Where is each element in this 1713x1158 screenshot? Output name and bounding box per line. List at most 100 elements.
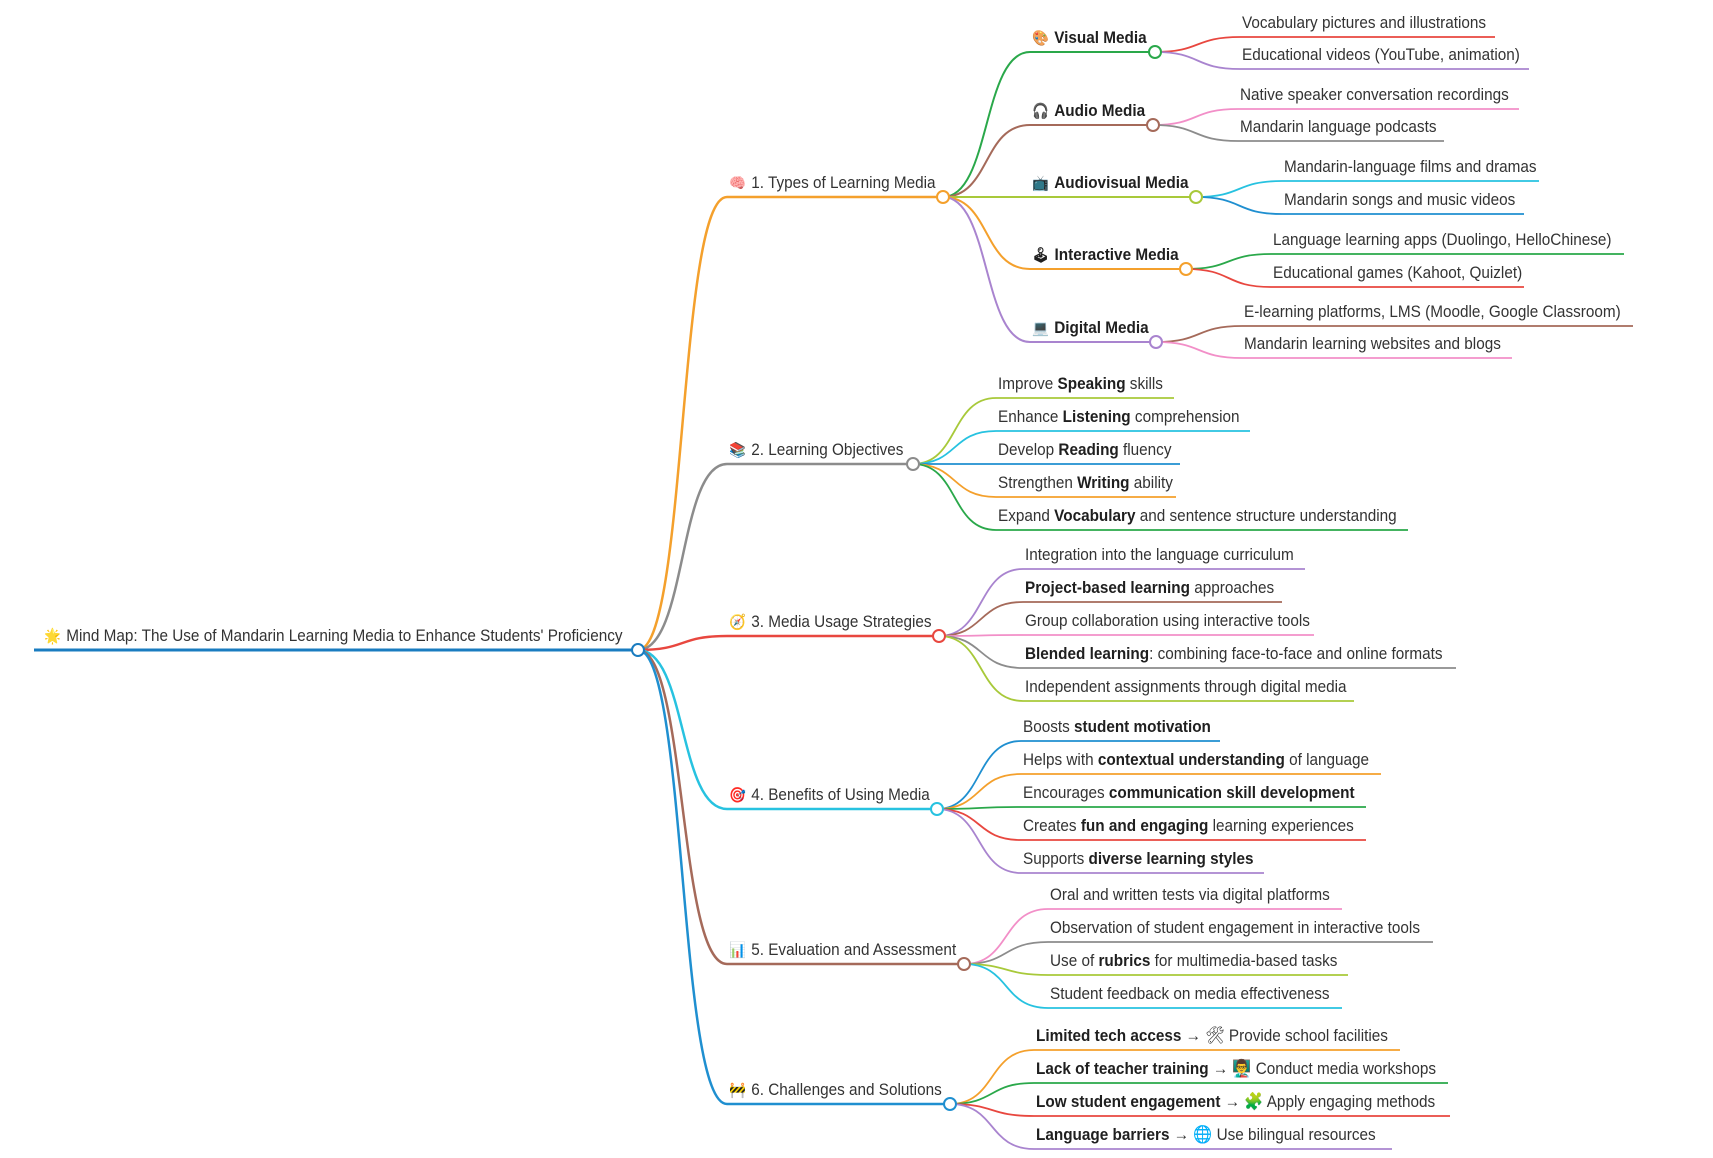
leaf-item[interactable]: E-learning platforms, LMS (Moodle, Googl… <box>1244 302 1621 322</box>
leaf-item[interactable]: Integration into the language curriculum <box>1025 545 1294 565</box>
topic-icon: 🎨 <box>1032 30 1049 47</box>
collapse-toggle[interactable] <box>1189 190 1203 204</box>
leaf-item[interactable]: Creates fun and engaging learning experi… <box>1023 816 1354 836</box>
collapse-toggle[interactable] <box>1148 45 1162 59</box>
emphasis-text: Blended learning <box>1025 644 1150 663</box>
emphasis-text: contextual understanding <box>1097 750 1285 769</box>
branch-topic-types[interactable]: 🧠1. Types of Learning Media <box>729 173 936 194</box>
leaf-item[interactable]: Enhance Listening comprehension <box>998 407 1240 427</box>
leaf-item[interactable]: Low student engagement → 🧩 Apply engagin… <box>1036 1092 1435 1112</box>
leaf-item[interactable]: Native speaker conversation recordings <box>1240 85 1509 105</box>
branch-connector-evaluation <box>637 648 728 966</box>
leaf-connector <box>949 1103 1035 1150</box>
leaf-item[interactable]: Language learning apps (Duolingo, HelloC… <box>1273 230 1612 250</box>
leaf-item[interactable]: Observation of student engagement in int… <box>1050 918 1420 938</box>
leaf-connector <box>936 740 1022 810</box>
emphasis-text: Project-based learning <box>1025 578 1190 597</box>
leaf-connector <box>938 568 1024 637</box>
leaf-connector <box>1152 108 1239 126</box>
subtopic-interactive-media-text: Interactive Media <box>1054 245 1179 264</box>
leaf-item[interactable]: Expand Vocabulary and sentence structure… <box>998 506 1397 526</box>
leaf-item[interactable]: Educational games (Kahoot, Quizlet) <box>1273 263 1522 283</box>
collapse-toggle[interactable] <box>943 1097 957 1111</box>
root-topic[interactable]: 🌟Mind Map: The Use of Mandarin Learning … <box>44 626 623 647</box>
leaf-text: Creates <box>1023 816 1081 835</box>
leaf-connector <box>1185 253 1272 270</box>
leaf-item[interactable]: Independent assignments through digital … <box>1025 677 1347 697</box>
leaf-text: Native speaker conversation recordings <box>1240 85 1509 104</box>
collapse-toggle[interactable] <box>1146 118 1160 132</box>
leaf-item[interactable]: Mandarin songs and music videos <box>1284 190 1515 210</box>
leaf-item[interactable]: Language barriers → 🌐 Use bilingual reso… <box>1036 1125 1376 1145</box>
branch-topic-objectives[interactable]: 📚2. Learning Objectives <box>729 440 903 461</box>
branch-topic-strategies[interactable]: 🧭3. Media Usage Strategies <box>729 612 932 633</box>
leaf-text: E-learning platforms, LMS (Moodle, Googl… <box>1244 302 1621 321</box>
emphasis-text: Lack of teacher training <box>1036 1059 1209 1078</box>
leaf-connector <box>1185 268 1272 288</box>
leaf-item[interactable]: Group collaboration using interactive to… <box>1025 611 1310 631</box>
topic-icon: 🌟 <box>44 628 61 645</box>
leaf-connector <box>949 1103 1035 1117</box>
emphasis-text: rubrics <box>1098 951 1151 970</box>
collapse-toggle[interactable] <box>1179 262 1193 276</box>
leaf-item[interactable]: Vocabulary pictures and illustrations <box>1242 13 1486 33</box>
leaf-item[interactable]: Improve Speaking skills <box>998 374 1163 394</box>
branch-connector-challenges <box>637 648 728 1106</box>
subtopic-visual-media[interactable]: 🎨Visual Media <box>1032 28 1147 49</box>
leaf-item[interactable]: Lack of teacher training → 👨‍🏫 Conduct m… <box>1036 1059 1436 1079</box>
leaf-connector <box>938 635 1024 702</box>
branch-connector-objectives <box>637 462 728 652</box>
leaf-text: Boosts <box>1023 717 1075 736</box>
leaf-connector <box>1155 341 1243 359</box>
branch-connector-benefits <box>637 648 728 811</box>
leaf-item[interactable]: Project-based learning approaches <box>1025 578 1274 598</box>
leaf-item[interactable]: Strengthen Writing ability <box>998 473 1173 493</box>
leaf-text: Independent assignments through digital … <box>1025 677 1347 696</box>
branch-topic-benefits[interactable]: 🎯4. Benefits of Using Media <box>729 785 930 806</box>
leaf-item[interactable]: Develop Reading fluency <box>998 440 1171 460</box>
leaf-item[interactable]: Encourages communication skill developme… <box>1023 783 1355 803</box>
leaf-item[interactable]: Educational videos (YouTube, animation) <box>1242 45 1520 65</box>
collapse-toggle[interactable] <box>930 802 944 816</box>
leaf-connector <box>936 808 1022 874</box>
collapse-toggle[interactable] <box>957 957 971 971</box>
leaf-connector <box>936 773 1022 810</box>
branch-topic-challenges[interactable]: 🚧6. Challenges and Solutions <box>729 1080 942 1101</box>
subtopic-connector <box>942 196 1031 343</box>
leaf-item[interactable]: Mandarin learning websites and blogs <box>1244 334 1501 354</box>
topic-icon: 📊 <box>729 942 746 959</box>
root-collapse-toggle[interactable] <box>631 643 645 657</box>
subtopic-audio-media[interactable]: 🎧Audio Media <box>1032 101 1145 122</box>
leaf-text: Mandarin-language films and dramas <box>1284 157 1537 176</box>
subtopic-interactive-media[interactable]: 🕹Interactive Media <box>1032 245 1179 266</box>
topic-icon: 💻 <box>1032 320 1049 337</box>
leaf-connector <box>938 601 1024 637</box>
leaf-item[interactable]: Student feedback on media effectiveness <box>1050 984 1330 1004</box>
leaf-item[interactable]: Helps with contextual understanding of l… <box>1023 750 1369 770</box>
subtopic-audiovisual-media[interactable]: 📺Audiovisual Media <box>1032 173 1189 194</box>
subtopic-audio-media-text: Audio Media <box>1054 101 1146 120</box>
collapse-toggle[interactable] <box>906 457 920 471</box>
leaf-item[interactable]: Limited tech access → 🛠 Provide school f… <box>1036 1026 1388 1046</box>
branch-topic-strategies-text: 3. Media Usage Strategies <box>751 612 932 631</box>
subtopic-digital-media[interactable]: 💻Digital Media <box>1032 318 1149 339</box>
leaf-item[interactable]: Supports diverse learning styles <box>1023 849 1253 869</box>
collapse-toggle[interactable] <box>1149 335 1163 349</box>
branch-topic-evaluation[interactable]: 📊5. Evaluation and Assessment <box>729 940 956 961</box>
emphasis-text: diverse learning styles <box>1088 849 1254 868</box>
leaf-item[interactable]: Oral and written tests via digital platf… <box>1050 885 1330 905</box>
leaf-item[interactable]: Mandarin language podcasts <box>1240 117 1436 137</box>
leaf-text: skills <box>1125 374 1163 393</box>
leaf-item[interactable]: Blended learning: combining face-to-face… <box>1025 644 1443 664</box>
leaf-item[interactable]: Boosts student motivation <box>1023 717 1211 737</box>
leaf-item[interactable]: Mandarin-language films and dramas <box>1284 157 1537 177</box>
emphasis-text: student motivation <box>1074 717 1211 736</box>
leaf-text: Mandarin learning websites and blogs <box>1244 334 1501 353</box>
collapse-toggle[interactable] <box>936 190 950 204</box>
emphasis-text: fun and engaging <box>1080 816 1209 835</box>
leaf-connector <box>912 463 997 531</box>
collapse-toggle[interactable] <box>932 629 946 643</box>
topic-icon: 🎯 <box>729 787 746 804</box>
leaf-item[interactable]: Use of rubrics for multimedia-based task… <box>1050 951 1337 971</box>
leaf-connector <box>963 963 1049 1009</box>
